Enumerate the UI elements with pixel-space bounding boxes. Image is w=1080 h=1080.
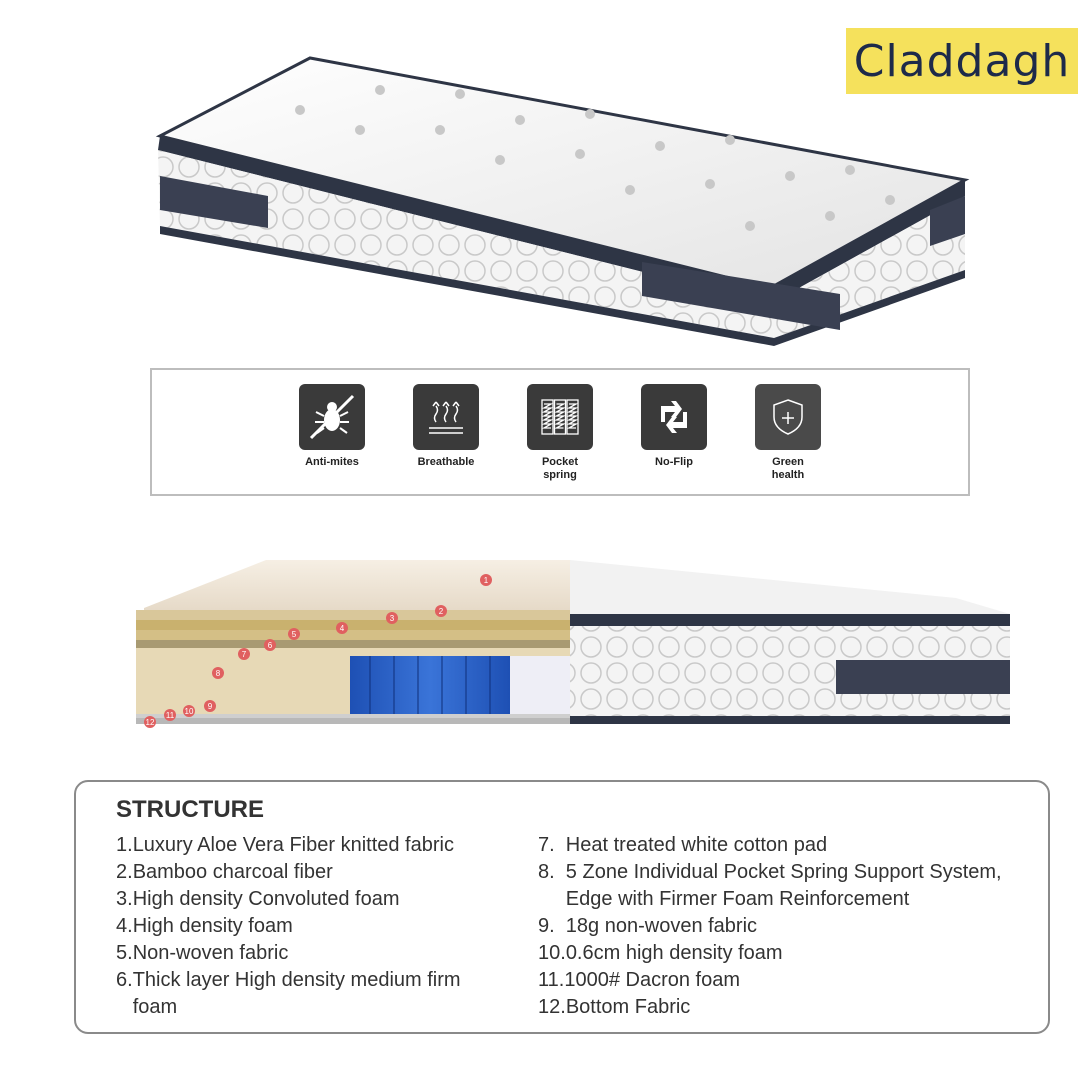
feature-panel: Anti-mites Breathable Pocket spring [150, 368, 970, 496]
list-item: 1.Luxury Aloe Vera Fiber knitted fabric [116, 834, 454, 856]
list-item: 5.Non-woven fabric [116, 942, 289, 964]
breathable-icon [413, 384, 479, 450]
list-item: 2.Bamboo charcoal fiber [116, 861, 333, 883]
marker: 4 [340, 624, 345, 633]
marker: 5 [292, 630, 297, 639]
feature-anti-mites: Anti-mites [292, 384, 372, 469]
feature-label: Breathable [417, 456, 475, 468]
list-item: 9. 18g non-woven fabric [538, 915, 758, 937]
list-item: 11.1000# Dacron foam [538, 969, 740, 991]
feature-pocket-spring: Pocket spring [520, 384, 600, 482]
structure-panel: STRUCTURE 1.Luxury Aloe Vera Fiber knitt… [74, 780, 1050, 1034]
feature-no-flip: No-Flip [634, 384, 714, 469]
list-item: 12.Bottom Fabric [538, 996, 691, 1018]
marker: 12 [146, 718, 155, 727]
pocket-spring-icon [527, 384, 593, 450]
marker: 10 [185, 707, 194, 716]
feature-label: No-Flip [655, 456, 693, 468]
structure-list-right: 7. Heat treated white cotton pad 8. 5 Zo… [538, 832, 1038, 1021]
list-item: 6.Thick layer High density medium firm f… [116, 969, 461, 1018]
shield-plus-icon [755, 384, 821, 450]
mattress-image [155, 56, 970, 346]
list-item: 7. Heat treated white cotton pad [538, 834, 828, 856]
feature-label: Anti-mites [305, 456, 359, 468]
list-item: 10.0.6cm high density foam [538, 942, 783, 964]
feature-label: Green health [771, 456, 805, 481]
brand-name: Claddagh [853, 35, 1071, 87]
brand-logo: Claddagh [846, 28, 1078, 94]
feature-breathable: Breathable [406, 384, 486, 469]
structure-title: STRUCTURE [116, 796, 264, 823]
marker: 2 [439, 607, 444, 616]
bug-crossed-icon [299, 384, 365, 450]
list-item: 4.High density foam [116, 915, 293, 937]
marker: 8 [216, 669, 221, 678]
marker: 7 [242, 650, 247, 659]
no-flip-icon [641, 384, 707, 450]
marker: 11 [166, 711, 175, 720]
feature-label: Pocket spring [541, 456, 579, 481]
list-item: 8. 5 Zone Individual Pocket Spring Suppo… [538, 861, 1002, 910]
marker: 6 [268, 641, 273, 650]
structure-list-left: 1.Luxury Aloe Vera Fiber knitted fabric … [116, 832, 506, 1021]
feature-green-health: Green health [748, 384, 828, 482]
marker: 1 [484, 576, 489, 585]
marker: 3 [390, 614, 395, 623]
list-item: 3.High density Convoluted foam [116, 888, 400, 910]
cross-section-image: 1 2 3 4 5 6 7 8 9 10 11 12 [136, 560, 1010, 728]
marker: 9 [208, 702, 213, 711]
